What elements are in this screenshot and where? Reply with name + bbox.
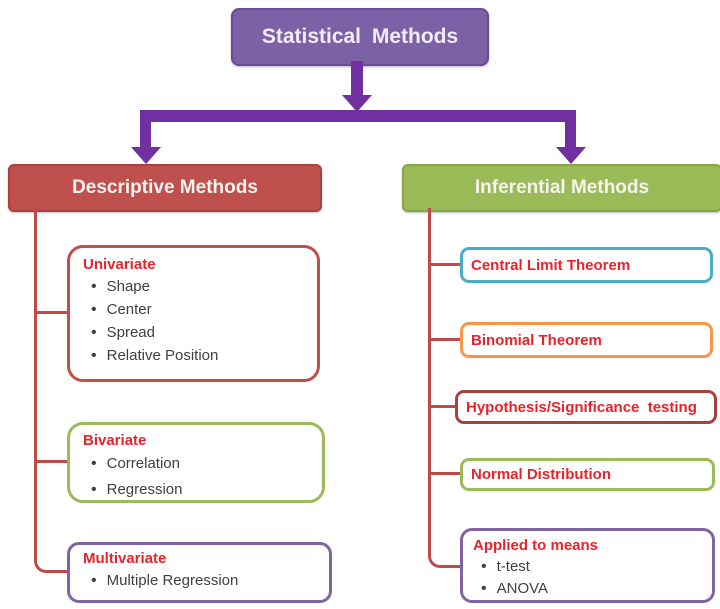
multivariate-bullet-list: Multiple Regression (83, 569, 321, 593)
applied-to-means-title: Applied to means (473, 537, 599, 554)
inferential-header-label: Inferential Methods (474, 177, 650, 198)
root-node-statistical-methods: Statistical Methods (231, 8, 489, 66)
node-univariate: Univariate Shape Center Spread Relative … (67, 245, 320, 382)
node-multivariate: Multivariate Multiple Regression (67, 542, 332, 603)
list-item: t-test (479, 556, 704, 578)
list-item: Relative Position (89, 344, 309, 367)
descriptive-header-label: Descriptive Methods (72, 177, 258, 198)
applied-to-means-bullet-list: t-test ANOVA (473, 556, 704, 600)
list-item: Multiple Regression (89, 569, 321, 593)
binomial-theorem-title: Binomial Theorem (471, 331, 602, 349)
connector-right-drop (565, 122, 576, 148)
connector-left-drop (140, 122, 151, 148)
bivariate-bullet-list: Correlation Regression (83, 451, 314, 503)
node-bivariate: Bivariate Correlation Regression (67, 422, 325, 503)
right-tree-vertical-line (428, 208, 431, 554)
arrowhead-down-right-icon (556, 147, 586, 164)
list-item: Regression (89, 477, 314, 503)
left-tree-vertical-line (34, 208, 37, 554)
multivariate-title: Multivariate (83, 550, 167, 567)
right-stub-binomial (428, 338, 460, 341)
root-node-label: Statistical Methods (261, 25, 459, 48)
node-binomial-theorem: Binomial Theorem (460, 322, 713, 358)
left-elbow-multivariate (34, 552, 70, 573)
bivariate-title: Bivariate (83, 432, 147, 449)
left-stub-univariate (34, 311, 67, 314)
node-central-limit-theorem: Central Limit Theorem (460, 247, 713, 283)
arrowhead-down-left-icon (131, 147, 161, 164)
univariate-title: Univariate (83, 256, 156, 273)
list-item: Correlation (89, 451, 314, 477)
branch-header-inferential-methods: Inferential Methods (402, 164, 720, 212)
node-hypothesis-significance-testing: Hypothesis/Significance testing (455, 390, 717, 424)
list-item: ANOVA (479, 578, 704, 600)
normal-distribution-title: Normal Distribution (471, 466, 612, 483)
node-normal-distribution: Normal Distribution (460, 458, 715, 491)
connector-stem (351, 61, 363, 96)
right-stub-central-limit (428, 263, 460, 266)
list-item: Shape (89, 275, 309, 298)
right-stub-hypothesis (428, 405, 455, 408)
branch-header-descriptive-methods: Descriptive Methods (8, 164, 322, 212)
list-item: Spread (89, 321, 309, 344)
central-limit-theorem-title: Central Limit Theorem (471, 256, 631, 274)
node-applied-to-means: Applied to means t-test ANOVA (460, 528, 715, 603)
right-elbow-applied-to-means (428, 552, 463, 568)
univariate-bullet-list: Shape Center Spread Relative Position (83, 275, 309, 367)
arrowhead-down-center-icon (342, 95, 372, 112)
right-stub-normal-distribution (428, 472, 460, 475)
connector-horizontal-bar (140, 110, 576, 122)
list-item: Center (89, 298, 309, 321)
left-stub-bivariate (34, 460, 67, 463)
hypothesis-significance-testing-title: Hypothesis/Significance testing (466, 398, 697, 416)
